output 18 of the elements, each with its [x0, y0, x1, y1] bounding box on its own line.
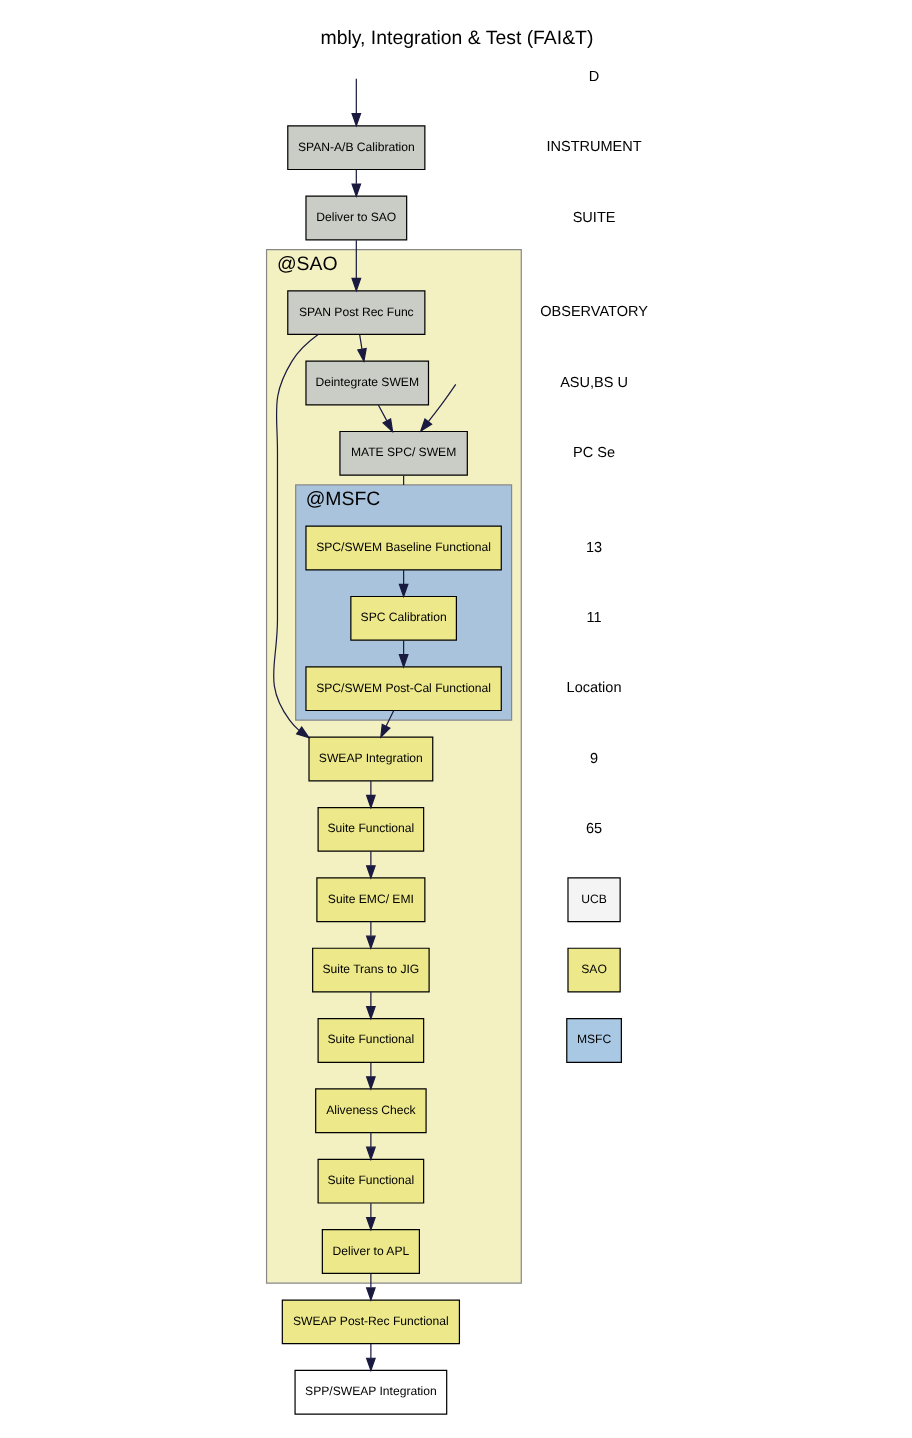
arrow: [364, 1061, 375, 1091]
arrow: [272, 333, 318, 739]
arrow: [364, 850, 375, 880]
arrow: [364, 1343, 375, 1373]
connector: [402, 474, 404, 486]
arrow: [355, 334, 366, 363]
arrow: [418, 383, 456, 433]
arrow: [364, 991, 375, 1021]
arrow: [364, 1272, 375, 1302]
arrow: [350, 239, 361, 293]
arrow: [376, 404, 393, 434]
arrow: [379, 710, 394, 739]
arrow: [364, 780, 375, 810]
arrow: [364, 1202, 375, 1232]
arrow: [364, 921, 375, 951]
arrow: [364, 1132, 375, 1162]
arrow: [350, 78, 361, 128]
diagram-title: mbly, Integration & Test (FAI&T): [319, 28, 593, 51]
